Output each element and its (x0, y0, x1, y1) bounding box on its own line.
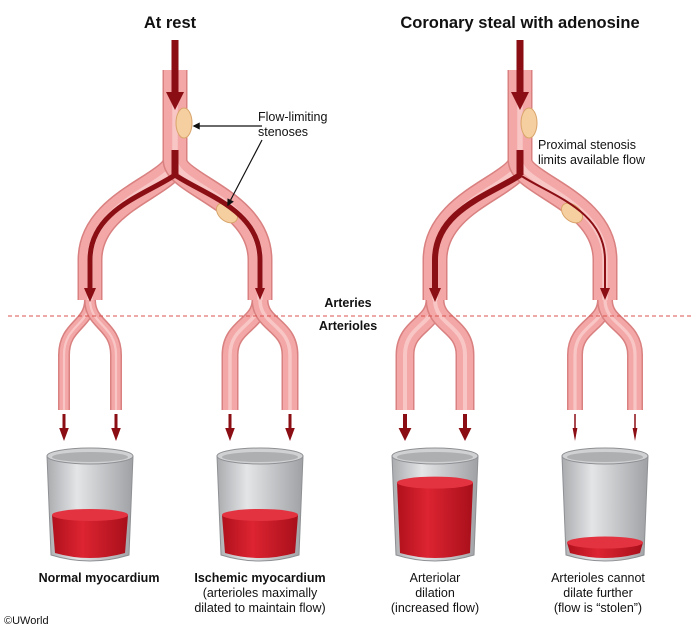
proximal-stenosis-label: Proximal stenosis limits available flow (538, 138, 678, 168)
cup-rim (216, 447, 304, 465)
title-at-rest: At rest (143, 14, 197, 32)
outflow-arrow-head (59, 428, 69, 441)
blood-fill (397, 482, 473, 558)
caption-line: (flow is “stolen”) (553, 601, 643, 615)
left-flow-arrow (432, 172, 522, 290)
right-flow-arrow (173, 172, 263, 290)
caption-arteriolar-dilation: Arteriolar dilation (increased flow) (370, 571, 500, 616)
blood-fill (222, 514, 298, 558)
caption-line: dilation (415, 586, 455, 600)
stenosis-pointer-arrow (227, 139, 263, 207)
outflow-arrow-head (225, 428, 235, 441)
title-coronary-steal: Coronary steal with adenosine (400, 14, 640, 32)
right-arteriole-b-highlight (603, 299, 637, 410)
left-flow-arrowhead (429, 288, 441, 302)
caption-line: (arterioles maximally (202, 586, 318, 600)
caption-line: dilated to maintain flow) (194, 601, 326, 615)
outflow-arrow-head (632, 428, 638, 441)
outflow-arrow-head (111, 428, 121, 441)
cup-rim (46, 447, 134, 465)
right-flow-arrowhead (600, 288, 610, 300)
arteries-label: Arteries (324, 296, 372, 310)
blood-fill-surface (52, 508, 128, 521)
caption-line: (increased flow) (390, 601, 480, 615)
right-flow-arrowhead (255, 288, 265, 300)
myocardium-cup (561, 455, 649, 562)
stenoses-label: Flow-limiting stenoses (258, 110, 368, 140)
blood-fill-surface (222, 508, 298, 521)
caption-line: Arterioles cannot (551, 571, 645, 585)
left-flow-arrow (87, 172, 177, 290)
right-artery (509, 157, 616, 300)
cup-rim-inner (567, 452, 643, 462)
right-arteriole-b-highlight (258, 299, 292, 410)
caption-ischemic-myocardium: Ischemic myocardium (arterioles maximall… (170, 571, 350, 616)
blood-fill-surface (397, 476, 473, 489)
caption-normal-myocardium: Normal myocardium (14, 571, 184, 586)
proximal-stenosis-plaque (520, 107, 538, 139)
caption-line: Normal myocardium (38, 571, 160, 585)
caption-line: Ischemic myocardium (194, 571, 326, 585)
proximal-label-line: Proximal stenosis (538, 138, 636, 152)
cup-rim-inner (52, 452, 128, 462)
cup-rim-inner (222, 452, 298, 462)
outflow-arrow-head (572, 428, 578, 441)
left-flow-arrowhead (84, 288, 96, 302)
blood-fill (52, 514, 128, 558)
stenoses-label-line: stenoses (258, 125, 309, 139)
outflow-arrow-head (458, 428, 472, 441)
left-arteriole-b-highlight (88, 299, 118, 410)
right-flow-arrow (519, 174, 606, 290)
caption-line: dilate further (563, 586, 633, 600)
arterioles-label: Arterioles (318, 319, 378, 333)
caption-line: Arteriolar (409, 571, 461, 585)
outflow-arrow-head (398, 428, 412, 441)
outflow-arrow-head (285, 428, 295, 441)
proximal-stenosis-plaque (175, 107, 193, 139)
copyright: ©UWorld (4, 615, 49, 627)
left-arteriole-b-highlight (433, 299, 467, 410)
inflow-arrow-head (511, 92, 529, 110)
blood-fill-surface (567, 536, 643, 549)
cup-rim (561, 447, 649, 465)
cup-rim (391, 447, 479, 465)
caption-arterioles-cannot-dilate: Arterioles cannot dilate further (flow i… (528, 571, 668, 616)
proximal-label-line: limits available flow (538, 153, 645, 167)
cup-rim-inner (397, 452, 473, 462)
inflow-arrow-head (166, 92, 184, 110)
stenoses-label-line: Flow-limiting (258, 110, 328, 124)
